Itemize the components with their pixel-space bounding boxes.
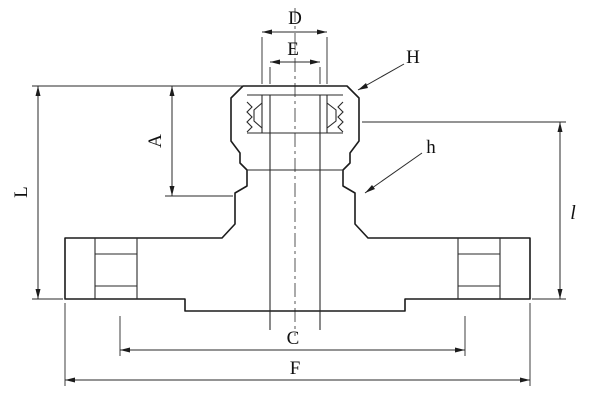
ferrule-right — [326, 102, 337, 129]
thread-marks-right — [337, 101, 344, 133]
label-F: F — [290, 358, 301, 379]
dimension-lines — [35, 29, 563, 383]
label-E: E — [287, 39, 299, 60]
ferrule-left — [253, 102, 263, 129]
thread-marks-left — [246, 101, 253, 133]
label-L: L — [11, 186, 32, 198]
dimension-labels: D E H h A L l C F — [11, 8, 576, 379]
bolt-hole-left — [94, 238, 138, 299]
label-h: h — [426, 137, 436, 158]
label-C: C — [287, 328, 300, 349]
extension-lines — [32, 37, 566, 386]
label-D: D — [288, 8, 302, 29]
label-H: H — [406, 47, 420, 68]
leader-h — [364, 152, 423, 194]
part-outline — [64, 85, 531, 312]
label-l: l — [570, 202, 576, 224]
label-A: A — [145, 134, 166, 148]
part-internal-details — [94, 94, 501, 330]
bolt-hole-right — [457, 238, 501, 299]
